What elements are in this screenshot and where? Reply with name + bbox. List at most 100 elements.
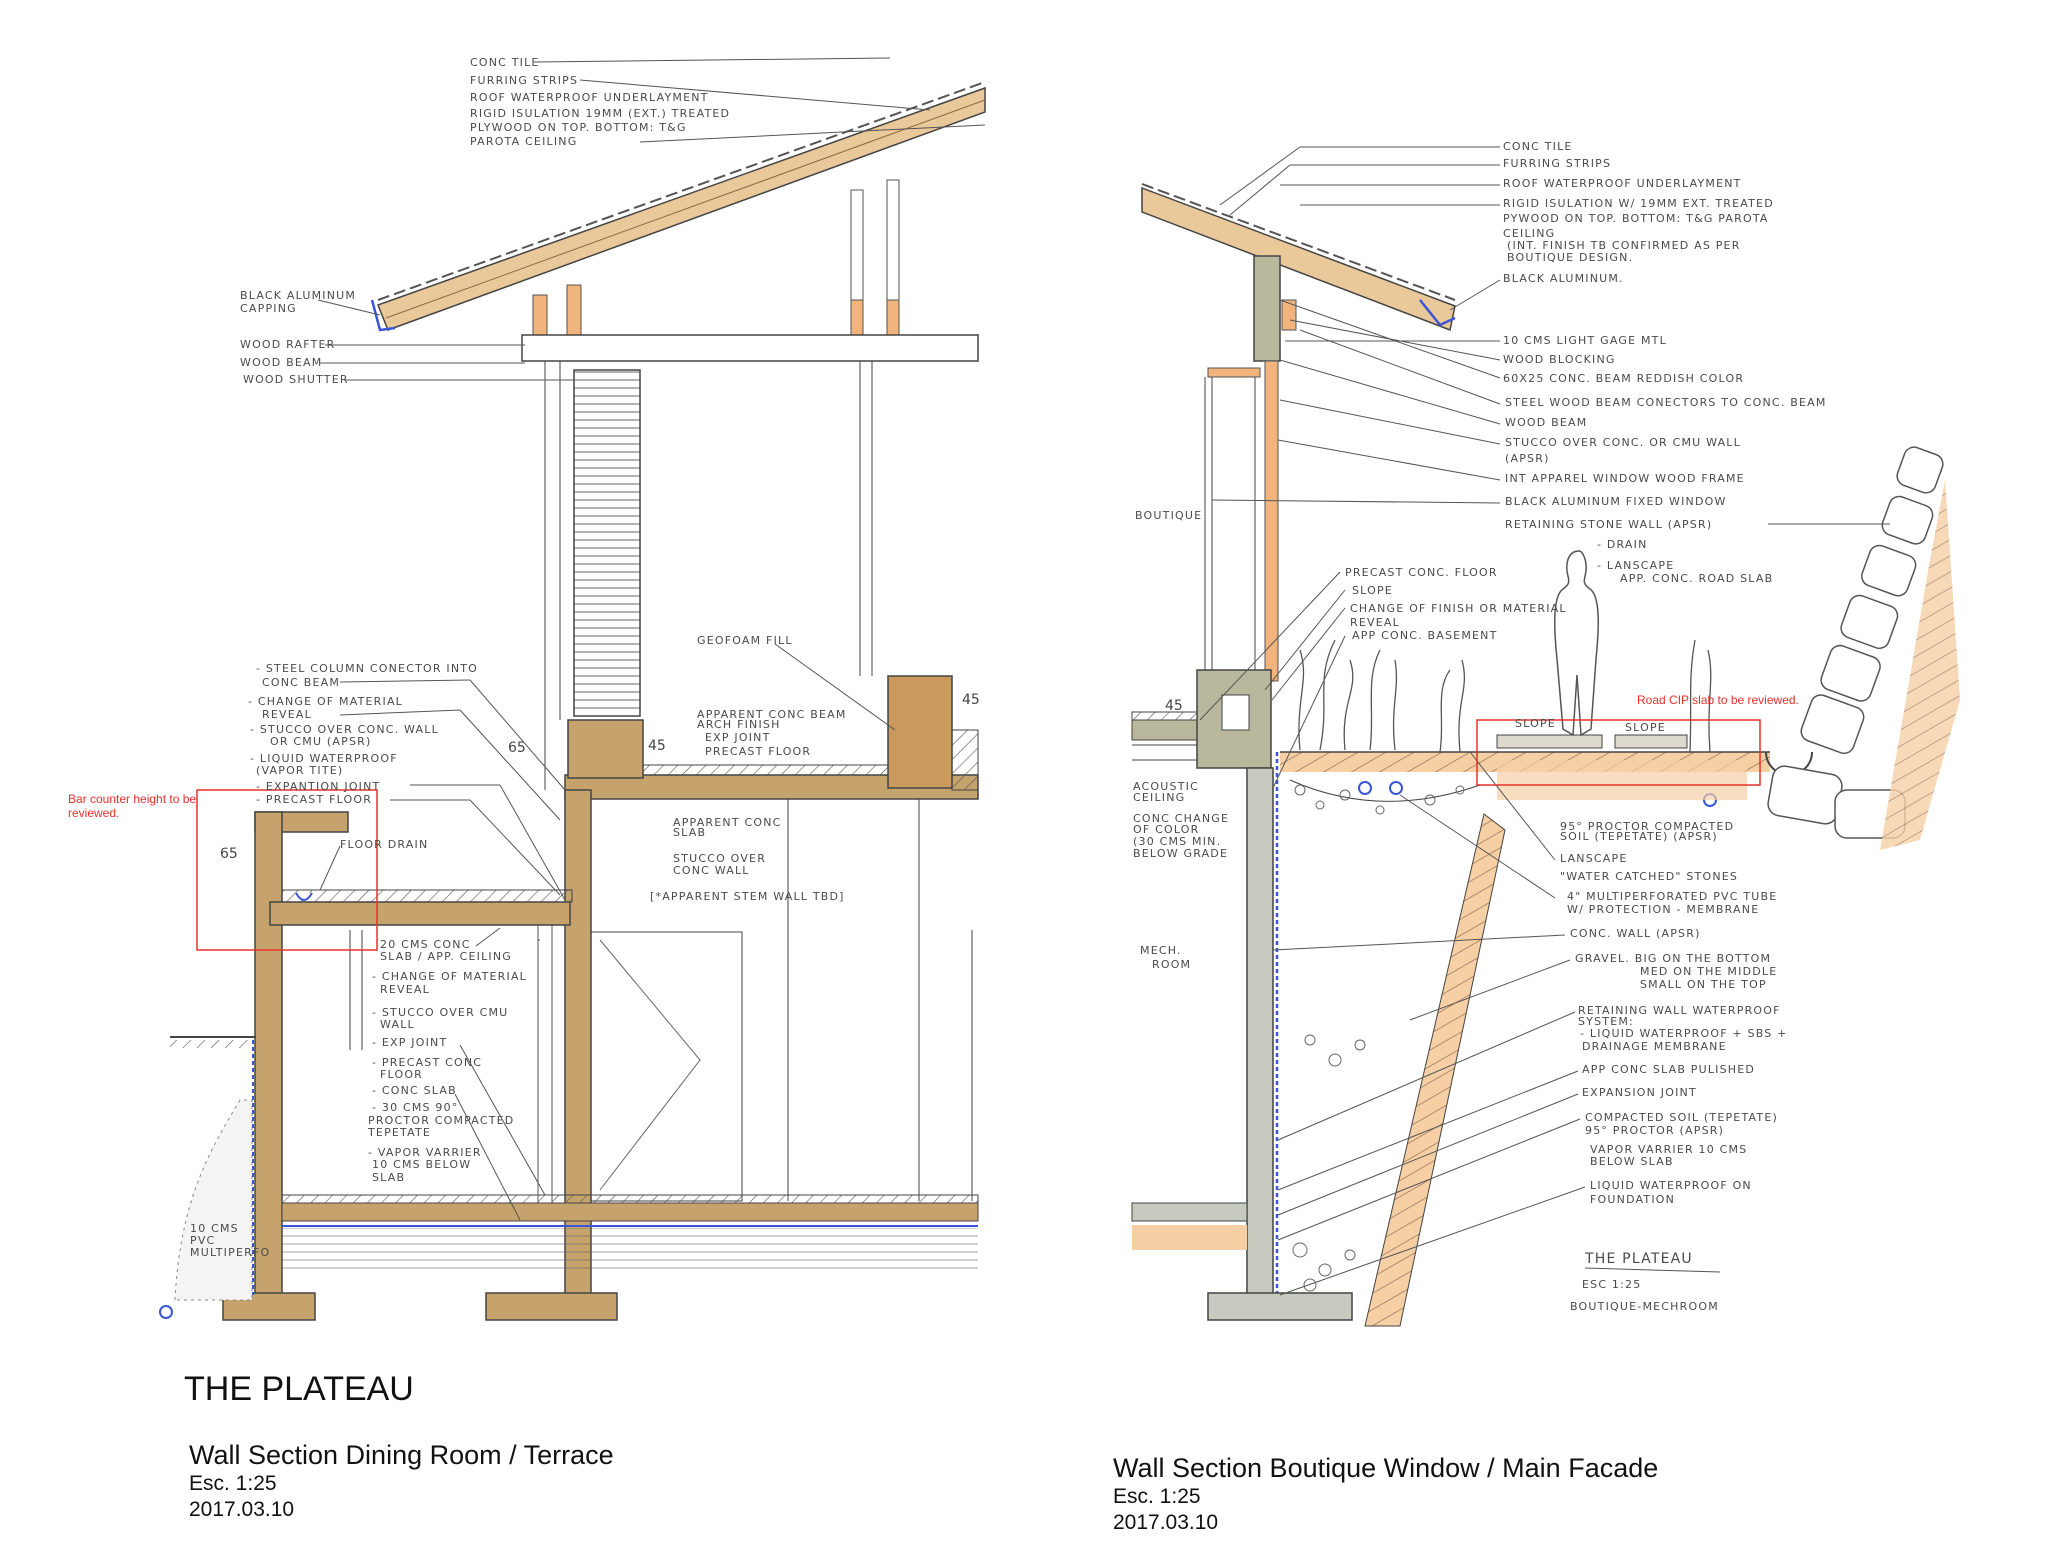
- left-annotation-label: PRECAST FLOOR: [705, 745, 811, 758]
- excavation-soil: [1364, 813, 1506, 1327]
- right-annotation-label: APP. CONC. ROAD SLAB: [1620, 572, 1773, 585]
- right-annotation-label: GRAVEL. BIG ON THE BOTTOM: [1575, 952, 1771, 965]
- wood-shutter: [573, 369, 641, 717]
- right-annotation-label: SLOPE: [1352, 584, 1393, 597]
- left-annotation-label: SLAB: [372, 1171, 405, 1184]
- left-annotation-label: REVEAL: [262, 708, 312, 721]
- left-annotation-label: CONC BEAM: [262, 676, 340, 689]
- left-annotation-label: - STEEL COLUMN CONECTOR INTO: [256, 662, 478, 675]
- center-footing: [485, 1292, 618, 1321]
- right-annotation-label: LIQUID WATERPROOF ON: [1590, 1179, 1752, 1192]
- right-leader-lines: [1199, 146, 1890, 1296]
- right-annotation-label: CHANGE OF FINISH OR MATERIAL: [1350, 602, 1567, 615]
- central-column: [564, 789, 592, 1301]
- right-annotation-label: INT APPAREL WINDOW WOOD FRAME: [1505, 472, 1745, 485]
- right-section-date: 2017.03.10: [1113, 1511, 1219, 1534]
- left-annotation-label: - PRECAST FLOOR: [256, 793, 372, 806]
- terrace-slab: [269, 901, 571, 926]
- left-annotation-label: ARCH FINISH: [697, 718, 781, 731]
- left-annotation-label: RIGID ISULATION 19MM (EXT.) TREATED: [470, 107, 730, 120]
- right-annotation-label: EXPANSION JOINT: [1582, 1086, 1697, 1099]
- landscape-plants: [1298, 639, 1712, 753]
- left-annotation-label: WOOD RAFTER: [240, 338, 336, 351]
- right-annotation-label: - LIQUID WATERPROOF + SBS +: [1580, 1027, 1788, 1040]
- dimension-floor-step: 45: [648, 738, 666, 754]
- left-annotation-label: WOOD SHUTTER: [243, 373, 349, 386]
- dimensions: 65 65 45 45 45: [220, 692, 1183, 862]
- right-annotation-label: WOOD BLOCKING: [1503, 353, 1616, 366]
- bar-counter-review-note: Bar counter height to be reviewed.: [68, 792, 197, 820]
- right-annotation-label: CONC CHANGE: [1133, 812, 1229, 825]
- left-annotation-label: - VAPOR VARRIER: [368, 1146, 482, 1159]
- left-annotation-label: [*APPARENT STEM WALL TBD]: [650, 890, 845, 903]
- right-annotation-label: 10 CMS LIGHT GAGE MTL: [1503, 334, 1667, 347]
- right-annotation-label: MED ON THE MIDDLE: [1640, 965, 1777, 978]
- right-annotation-label: FOUNDATION: [1590, 1193, 1675, 1206]
- left-annotation-label: SLAB: [673, 826, 706, 839]
- right-wall-section: [1131, 146, 1960, 1327]
- right-annotation-label: BLACK ALUMINUM.: [1503, 272, 1624, 285]
- dimension-upper-step: 65: [508, 740, 526, 756]
- right-annotation-label: APP CONC SLAB PULISHED: [1582, 1063, 1755, 1076]
- right-annotation-label: (30 CMS MIN.: [1133, 835, 1221, 848]
- right-annotation-label: STUCCO OVER CONC. OR CMU WALL: [1505, 436, 1741, 449]
- right-annotation-label: CEILING: [1503, 227, 1555, 240]
- retaining-stone-wall: [1767, 446, 1944, 839]
- right-annotation-label: 4" MULTIPERFORATED PVC TUBE: [1567, 890, 1777, 903]
- person-silhouette: [1553, 550, 1600, 737]
- left-roof-assembly: [377, 86, 986, 331]
- left-annotation-label: ROOF WATERPROOF UNDERLAYMENT: [470, 91, 709, 104]
- left-annotation-label: PAROTA CEILING: [470, 135, 577, 148]
- right-annotation-label: RIGID ISULATION W/ 19MM EXT. TREATED: [1503, 197, 1774, 210]
- left-annotation-label: - EXP JOINT: [372, 1036, 447, 1049]
- right-annotation-label: LANSCAPE: [1560, 852, 1628, 865]
- right-annotation-label: (INT. FINISH TB CONFIRMED AS PER: [1507, 239, 1741, 252]
- left-annotation-label: 10 CMS BELOW: [372, 1158, 471, 1171]
- right-annotation-label: PYWOOD ON TOP. BOTTOM: T&G PAROTA: [1503, 212, 1769, 225]
- right-annotation-label: FURRING STRIPS: [1503, 157, 1611, 170]
- left-annotation-label: 20 CMS CONC: [380, 938, 471, 951]
- left-section-date: 2017.03.10: [189, 1498, 295, 1521]
- right-annotation-label: 60X25 CONC. BEAM REDDISH COLOR: [1503, 372, 1744, 385]
- right-annotation-label: PRECAST CONC. FLOOR: [1345, 566, 1498, 579]
- left-annotation-label: - 30 CMS 90°: [372, 1101, 459, 1114]
- left-annotation-label: CAPPING: [240, 302, 297, 315]
- left-annotation-label: REVEAL: [380, 983, 430, 996]
- left-section-scale: Esc. 1:25: [189, 1472, 277, 1495]
- right-annotation-label: - DRAIN: [1597, 538, 1648, 551]
- left-annotation-label: STUCCO OVER: [673, 852, 766, 865]
- left-section-title: Wall Section Dining Room / Terrace: [189, 1440, 614, 1470]
- left-annotation-label: - CHANGE OF MATERIAL: [372, 970, 527, 983]
- sketch-stamp: THE PLATEAU ESC 1:25 BOUTIQUE-MECHROOM: [1570, 1251, 1721, 1313]
- ground-floor-slab: [281, 1202, 979, 1222]
- right-annotation-label: ROOM: [1152, 958, 1191, 971]
- right-annotation-label: CONC. WALL (APSR): [1570, 927, 1701, 940]
- floor-drain-icon: [295, 892, 313, 901]
- road-slab-review-box: [1476, 719, 1761, 786]
- basement-wall: [1246, 767, 1274, 1299]
- wood-beam: [521, 334, 979, 362]
- right-annotation-label: "WATER CATCHED" STONES: [1560, 870, 1738, 883]
- right-annotation-label: CEILING: [1133, 791, 1185, 804]
- road-slab-review-note: Road CIP slab to be reviewed.: [1637, 693, 1799, 707]
- left-annotation-label: WALL: [380, 1018, 415, 1031]
- left-annotation-label: SLAB / APP. CEILING: [380, 950, 512, 963]
- project-title: THE PLATEAU: [184, 1370, 414, 1408]
- right-annotation-label: (APSR): [1505, 452, 1550, 465]
- right-annotation-label: ACOUSTIC: [1133, 780, 1199, 793]
- left-annotation-label: - CHANGE OF MATERIAL: [248, 695, 403, 708]
- road-slab: [1496, 734, 1603, 749]
- black-aluminum-capping: [370, 299, 396, 332]
- left-annotation-label: CONC TILE: [470, 56, 540, 69]
- right-annotation-label: SYSTEM:: [1578, 1015, 1634, 1028]
- left-annotation-label: - PRECAST CONC: [372, 1056, 482, 1069]
- stamp-scale: ESC 1:25: [1582, 1278, 1641, 1291]
- right-annotation-label: ROOF WATERPROOF UNDERLAYMENT: [1503, 177, 1742, 190]
- right-annotation-label: RETAINING STONE WALL (APSR): [1505, 518, 1712, 531]
- right-annotation-label: SOIL (TEPETATE) (APSR): [1560, 830, 1718, 843]
- right-footing: [1207, 1292, 1353, 1321]
- left-annotation-label: - STUCCO OVER CMU: [372, 1006, 508, 1019]
